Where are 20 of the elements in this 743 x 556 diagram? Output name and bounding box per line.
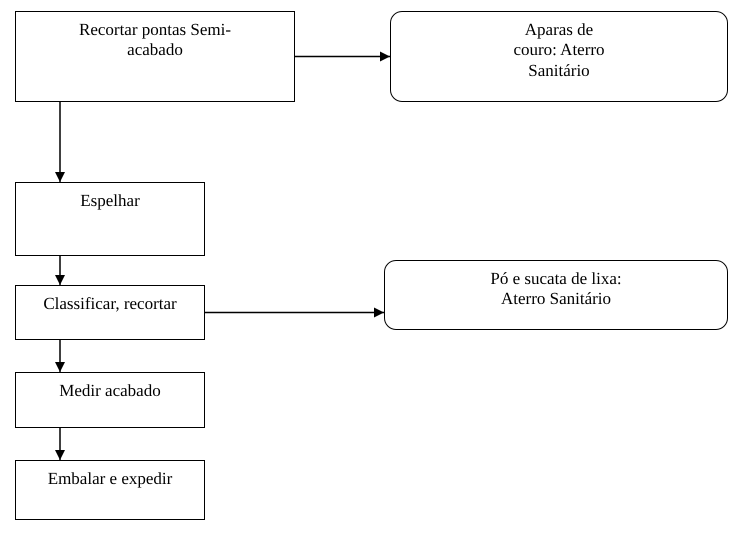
node-label: Medir acabado <box>59 381 161 402</box>
node-label: Pó e sucata de lixa: Aterro Sanitário <box>489 269 623 310</box>
arrow <box>55 102 65 182</box>
node-label: Aparas de couro: Aterro Sanitário <box>512 20 606 82</box>
node-label: Classificar, recortar <box>43 294 177 314</box>
arrow <box>55 256 65 285</box>
process-box <box>15 285 205 340</box>
arrow <box>205 308 384 318</box>
process-box <box>15 460 205 520</box>
destination-box <box>390 11 728 102</box>
process-box <box>15 11 295 102</box>
node-label: Embalar e expedir <box>48 469 172 490</box>
arrow <box>55 428 65 460</box>
arrow <box>295 52 390 62</box>
node-label: Espelhar <box>80 191 140 212</box>
process-box <box>15 372 205 428</box>
destination-box <box>384 260 728 330</box>
process-box <box>15 182 205 256</box>
arrow <box>55 340 65 372</box>
node-label: Recortar pontas Semi-acabado <box>78 20 232 61</box>
